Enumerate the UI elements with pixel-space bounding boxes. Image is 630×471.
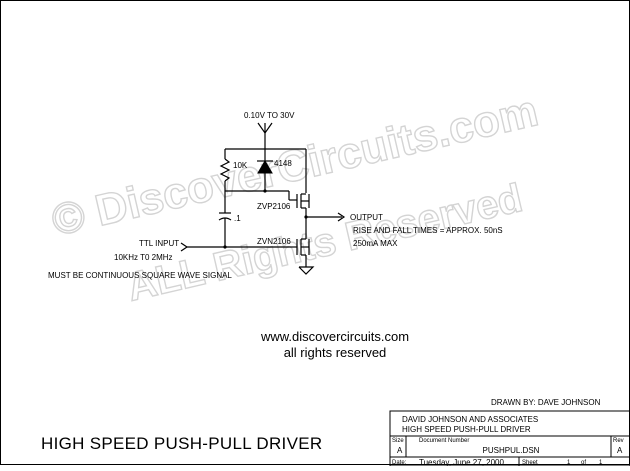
title-block-rev-label: Rev xyxy=(613,438,624,444)
ground-symbol xyxy=(298,266,315,275)
input-terminal: TTL INPUT 10KHz T0 2MHz MUST BE CONTINUO… xyxy=(48,239,289,280)
input-frequency: 10KHz T0 2MHz xyxy=(114,253,173,262)
output-rise-fall: RISE AND FALL TIMES = APPROX. 50nS xyxy=(353,226,503,235)
capacitor-label: .1 xyxy=(234,214,241,223)
website-rights: all rights reserved xyxy=(284,345,387,360)
title-block-sheet-value: 1 xyxy=(567,460,571,466)
input-label: TTL INPUT xyxy=(139,239,179,248)
title-block-date-value: Tuesday, June 27, 2000 xyxy=(419,458,505,466)
title-block-size-label: Size xyxy=(392,438,404,444)
output-arrow xyxy=(337,212,346,222)
title-block-size-value: A xyxy=(397,446,403,455)
title-block-date-label: Date: xyxy=(392,460,407,466)
title-block-rev-value: A xyxy=(617,446,623,455)
capacitor: .1 xyxy=(218,191,241,247)
main-title: HIGH SPEED PUSH-PULL DRIVER xyxy=(41,434,322,453)
pmos-label: ZVP2106 xyxy=(257,202,291,211)
nmos-transistor: ZVN2106 xyxy=(257,233,310,267)
title-block-doc-label: Document Number xyxy=(419,438,469,444)
title-block-title: HIGH SPEED PUSH-PULL DRIVER xyxy=(402,425,531,434)
resistor-label: 10K xyxy=(233,161,248,170)
title-block-of-label: of xyxy=(581,460,586,466)
supply-label: 0.10V TO 30V xyxy=(244,111,295,120)
title-block-sheet-label: Sheet xyxy=(522,460,538,466)
supply-terminal: 0.10V TO 30V xyxy=(244,111,295,149)
nmos-label: ZVN2106 xyxy=(257,237,291,246)
title-block-company: DAVID JOHNSON AND ASSOCIATES xyxy=(402,415,538,424)
title-block: DAVID JOHNSON AND ASSOCIATES HIGH SPEED … xyxy=(389,410,630,467)
pmos-transistor: ZVP2106 xyxy=(257,193,310,217)
diode-4148: 4148 xyxy=(257,149,292,191)
output-label: OUTPUT xyxy=(350,213,383,222)
title-block-doc-value: PUSHPUL.DSN xyxy=(483,446,540,455)
input-arrow xyxy=(180,242,189,252)
website-url: www.discovercircuits.com xyxy=(260,329,409,344)
title-block-of-value: 1 xyxy=(599,460,603,466)
diode-label: 4148 xyxy=(274,159,292,168)
resistor-symbol xyxy=(219,158,231,182)
input-note: MUST BE CONTINUOUS SQUARE WAVE SIGNAL xyxy=(48,271,232,280)
resistor-10k: 10K xyxy=(219,149,248,191)
output-current: 250mA MAX xyxy=(353,239,398,248)
drawn-by: DRAWN BY: DAVE JOHNSON xyxy=(491,398,601,407)
